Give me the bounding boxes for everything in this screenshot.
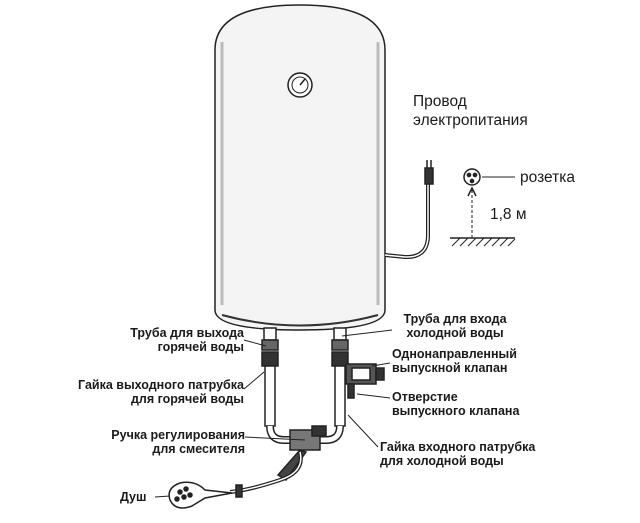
check-valve <box>345 363 385 399</box>
label-check-valve: Однонаправленный выпускной клапан <box>392 347 517 375</box>
label-mixer-handle-line2: для смесителя <box>152 442 245 456</box>
cold-water-pipe <box>314 327 349 444</box>
label-power-wire: Провод электропитания <box>413 92 528 130</box>
label-relief-hole: Отверстие выпускного клапана <box>392 390 519 418</box>
label-cold-inlet-nut: Гайка входного патрубка для холодной вод… <box>380 440 535 468</box>
label-power-wire-line1: Провод <box>413 93 467 110</box>
label-relief-hole-line1: Отверстие <box>392 390 458 404</box>
label-check-valve-line1: Однонаправленный <box>392 347 517 361</box>
label-mixer-handle-line1: Ручка регулирования <box>111 428 245 442</box>
label-cold-inlet-nut-line1: Гайка входного патрубка <box>380 440 536 454</box>
shower-hose <box>229 451 303 498</box>
tank-body <box>214 4 386 331</box>
label-cold-inlet-pipe-line2: холодной воды <box>406 326 504 340</box>
label-shower: Душ <box>120 490 147 504</box>
label-check-valve-line2: выпускной клапан <box>392 361 508 375</box>
label-hot-outlet-nut-line2: для горячей воды <box>130 392 244 406</box>
label-hot-outlet-pipe-line2: горячей воды <box>157 340 244 354</box>
floor-hatching <box>450 237 516 247</box>
label-hot-outlet-nut: Гайка выходного патрубка для горячей вод… <box>20 378 244 406</box>
thermometer-icon <box>287 72 313 98</box>
power-cable <box>384 160 434 260</box>
label-socket: розетка <box>520 169 575 186</box>
shower-head-icon <box>168 481 233 509</box>
hot-water-pipe <box>261 327 296 444</box>
height-dimension-arrow <box>467 186 477 238</box>
label-cold-inlet-nut-line2: для холодной воды <box>380 454 504 468</box>
label-power-wire-line2: электропитания <box>413 112 528 129</box>
leader-lines <box>154 329 393 498</box>
label-hot-outlet-pipe-line1: Труба для выхода <box>130 326 244 340</box>
label-cold-inlet-pipe-line1: Труба для входа <box>403 312 507 326</box>
label-cold-inlet-pipe: Труба для входа холодной воды <box>390 312 520 340</box>
label-relief-hole-line2: выпускного клапана <box>392 404 520 418</box>
label-hot-outlet-pipe: Труба для выхода горячей воды <box>60 326 244 354</box>
label-height: 1,8 м <box>490 206 527 223</box>
label-mixer-handle: Ручка регулирования для смесителя <box>40 428 245 456</box>
label-hot-outlet-nut-line1: Гайка выходного патрубка <box>78 378 244 392</box>
socket-icon <box>463 168 515 186</box>
